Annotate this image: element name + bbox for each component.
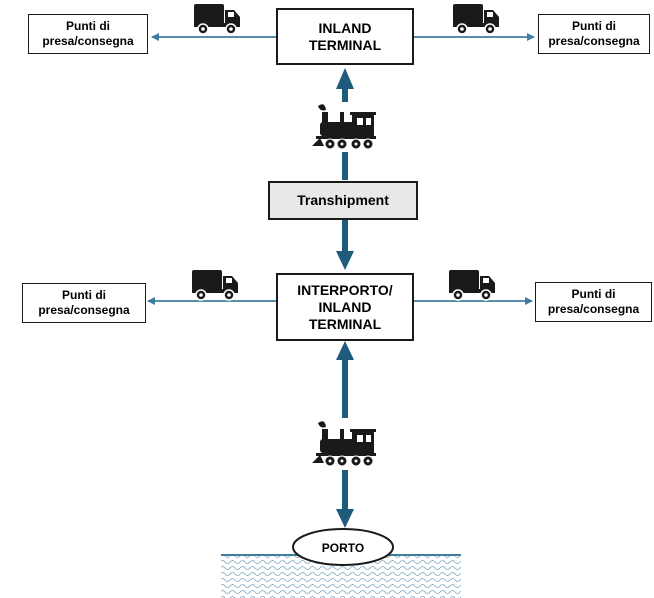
train-icon bbox=[311, 103, 377, 150]
truck-icon bbox=[191, 269, 239, 301]
interporto-label: INTERPORTO/ INLAND TERMINAL bbox=[297, 281, 393, 332]
pickup-label: Punti di presa/consegna bbox=[38, 288, 130, 317]
truck-icon bbox=[193, 3, 241, 35]
arrow-down-to-porto bbox=[336, 470, 354, 528]
truck-icon bbox=[448, 269, 496, 301]
transhipment-box: Transhipment bbox=[268, 181, 418, 220]
truck-icon bbox=[452, 3, 500, 35]
train-icon bbox=[311, 420, 377, 467]
arrow-down-to-interporto bbox=[336, 220, 354, 270]
inland-terminal-label: INLAND TERMINAL bbox=[308, 19, 382, 53]
pickup-label: Punti di presa/consegna bbox=[547, 287, 640, 316]
pickup-box-top-right: Punti di presa/consegna bbox=[538, 14, 650, 54]
pickup-label: Punti di presa/consegna bbox=[548, 19, 640, 48]
transhipment-label: Transhipment bbox=[297, 192, 389, 208]
arrow-up-to-interporto bbox=[336, 341, 354, 418]
porto-label: PORTO bbox=[322, 541, 364, 555]
arrow-up-to-inland-terminal bbox=[336, 68, 354, 180]
interporto-box: INTERPORTO/ INLAND TERMINAL bbox=[276, 273, 414, 341]
pickup-box-mid-left: Punti di presa/consegna bbox=[22, 283, 146, 323]
inland-terminal-top-box: INLAND TERMINAL bbox=[276, 8, 414, 65]
pickup-box-top-left: Punti di presa/consegna bbox=[28, 14, 148, 54]
pickup-box-mid-right: Punti di presa/consegna bbox=[535, 282, 652, 322]
pickup-label: Punti di presa/consegna bbox=[42, 19, 134, 48]
porto-node bbox=[292, 528, 394, 566]
